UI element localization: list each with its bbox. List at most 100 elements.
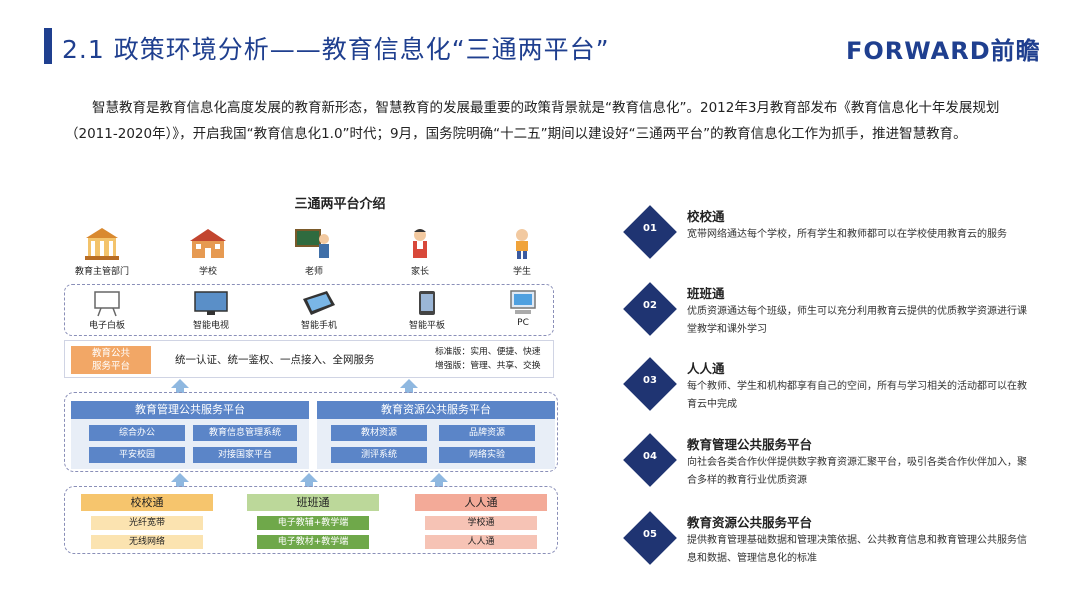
device-smart-tv: 智能电视 [175, 289, 247, 331]
whiteboard-icon [94, 291, 120, 317]
panel-cell: 教育信息管理系统 [193, 425, 297, 441]
item-text: 向社会各类合作伙伴提供数字教育资源汇聚平台，吸引各类合作伙伴加入，聚合多样的教育… [687, 457, 1027, 486]
column-cell: 无线网络 [91, 535, 203, 549]
panel-body: 教材资源 品牌资源 测评系统 网络实验 [317, 419, 555, 469]
public-service-platform-row: 教育公共 服务平台 统一认证、统一鉴权、一点接入、全网服务 标准版：实用、便捷、… [64, 340, 554, 378]
panel-title: 教育管理公共服务平台 [71, 401, 309, 419]
item-title: 人人通 [687, 361, 725, 376]
stakeholder-education-dept: 教育主管部门 [66, 226, 138, 277]
item-title: 教育管理公共服务平台 [687, 437, 813, 452]
panel-cell: 平安校园 [89, 447, 185, 463]
number-diamond-icon: 04 [623, 433, 677, 487]
teacher-icon [295, 229, 329, 258]
device-whiteboard: 电子白板 [71, 289, 143, 331]
brand-logo: FORWARD前瞻 [846, 37, 1041, 65]
device-label: 智能平板 [408, 321, 445, 331]
up-arrow-icon [171, 473, 189, 482]
stakeholder-label: 学生 [512, 267, 531, 277]
tv-icon [194, 291, 228, 315]
resource-platform-panel: 教育资源公共服务平台 教材资源 品牌资源 测评系统 网络实验 [317, 401, 555, 469]
stakeholder-parent: 家长 [384, 226, 456, 277]
school-icon [190, 229, 226, 258]
item-title: 校校通 [687, 209, 725, 224]
column-school-link: 校校通 光纤宽带 无线网络 [81, 494, 213, 549]
item-title: 班班通 [687, 286, 725, 301]
up-arrow-icon [400, 379, 418, 388]
page-title: 2.1 政策环境分析——教育信息化“三通两平台” [62, 35, 610, 64]
column-cell: 学校通 [425, 516, 537, 530]
stakeholder-student: 学生 [486, 226, 558, 277]
column-title: 校校通 [81, 494, 213, 511]
up-arrow-icon [171, 379, 189, 388]
arrow-stem [176, 481, 184, 487]
panel-cell: 测评系统 [331, 447, 427, 463]
stakeholder-label: 老师 [304, 267, 323, 277]
column-cell: 光纤宽带 [91, 516, 203, 530]
platforms-box: 教育管理公共服务平台 综合办公 教育信息管理系统 平安校园 对接国家平台 教育资… [64, 392, 558, 472]
arrow-stem [176, 387, 184, 393]
platform-editions: 标准版：实用、便捷、快速 增强版：管理、共享、交换 [435, 345, 541, 373]
devices-box: 电子白板 智能电视 智能手机 智能平板 [64, 284, 554, 336]
item-number: 02 [643, 300, 657, 311]
column-title: 人人通 [415, 494, 547, 511]
arrow-stem [405, 387, 413, 393]
item-number: 03 [643, 375, 657, 386]
platform-tag: 教育公共 服务平台 [71, 346, 151, 374]
column-person-link: 人人通 学校通 人人通 [415, 494, 547, 549]
tablet-icon [419, 291, 435, 315]
device-label: 智能手机 [300, 321, 337, 331]
device-smartphone: 智能手机 [283, 289, 355, 331]
item-text: 宽带网络通达每个学校，所有学生和教师都可以在学校使用教育云的服务 [687, 229, 1007, 240]
stakeholder-label: 学校 [198, 267, 217, 277]
number-diamond-icon: 03 [623, 357, 677, 411]
number-diamond-icon: 02 [623, 282, 677, 336]
three-links-box: 校校通 光纤宽带 无线网络 班班通 电子教辅+教学端 电子教材+教学端 人人通 … [64, 486, 558, 554]
title-accent-bar [44, 28, 52, 64]
government-building-icon [85, 228, 119, 260]
column-class-link: 班班通 电子教辅+教学端 电子教材+教学端 [247, 494, 379, 549]
item-text: 每个教师、学生和机构都享有自己的空间，所有与学习相关的活动都可以在教育云中完成 [687, 381, 1027, 410]
device-label: 电子白板 [88, 321, 125, 331]
device-label: 智能电视 [192, 321, 229, 331]
device-label: PC [517, 318, 529, 328]
up-arrow-icon [300, 473, 318, 482]
item-number: 04 [643, 451, 657, 462]
stakeholder-label: 教育主管部门 [74, 267, 129, 277]
panel-cell: 品牌资源 [439, 425, 535, 441]
management-platform-panel: 教育管理公共服务平台 综合办公 教育信息管理系统 平安校园 对接国家平台 [71, 401, 309, 469]
panel-cell: 对接国家平台 [193, 447, 297, 463]
device-pc: PC [487, 289, 559, 328]
stakeholder-label: 家长 [410, 267, 429, 277]
item-title: 教育资源公共服务平台 [687, 515, 813, 530]
column-cell: 电子教材+教学端 [257, 535, 369, 549]
arrow-stem [305, 481, 313, 487]
column-cell: 电子教辅+教学端 [257, 516, 369, 530]
arrow-stem [435, 481, 443, 487]
panel-cell: 教材资源 [331, 425, 427, 441]
panel-title: 教育资源公共服务平台 [317, 401, 555, 419]
stakeholder-teacher: 老师 [278, 226, 350, 277]
intro-paragraph: 智慧教育是教育信息化高度发展的教育新形态，智慧教育的发展最重要的政策背景就是“教… [65, 100, 1000, 142]
student-icon [516, 229, 528, 259]
panel-cell: 综合办公 [89, 425, 185, 441]
platform-features: 统一认证、统一鉴权、一点接入、全网服务 [175, 354, 375, 366]
column-cell: 人人通 [425, 535, 537, 549]
item-text: 优质资源通达每个班级，师生可以充分利用教育云提供的优质教学资源进行课堂教学和课外… [687, 306, 1027, 335]
panel-body: 综合办公 教育信息管理系统 平安校园 对接国家平台 [71, 419, 309, 469]
parent-icon [413, 229, 427, 258]
item-text: 提供教育管理基础数据和管理决策依据、公共教育信息和教育管理公共服务信息和数据、管… [687, 535, 1027, 564]
enhanced-edition-text: 增强版：管理、共享、交换 [435, 361, 541, 371]
smartphone-icon [303, 291, 335, 315]
number-diamond-icon: 05 [623, 511, 677, 565]
standard-edition-text: 标准版：实用、便捷、快速 [435, 347, 541, 357]
pc-icon [510, 290, 536, 314]
item-number: 01 [643, 223, 657, 234]
stakeholders-row: 教育主管部门 学校 老师 [66, 226, 546, 286]
up-arrow-icon [430, 473, 448, 482]
diagram-title: 三通两平台介绍 [294, 197, 386, 212]
item-number: 05 [643, 529, 657, 540]
device-tablet: 智能平板 [391, 289, 463, 331]
panel-cell: 网络实验 [439, 447, 535, 463]
stakeholder-school: 学校 [172, 226, 244, 277]
